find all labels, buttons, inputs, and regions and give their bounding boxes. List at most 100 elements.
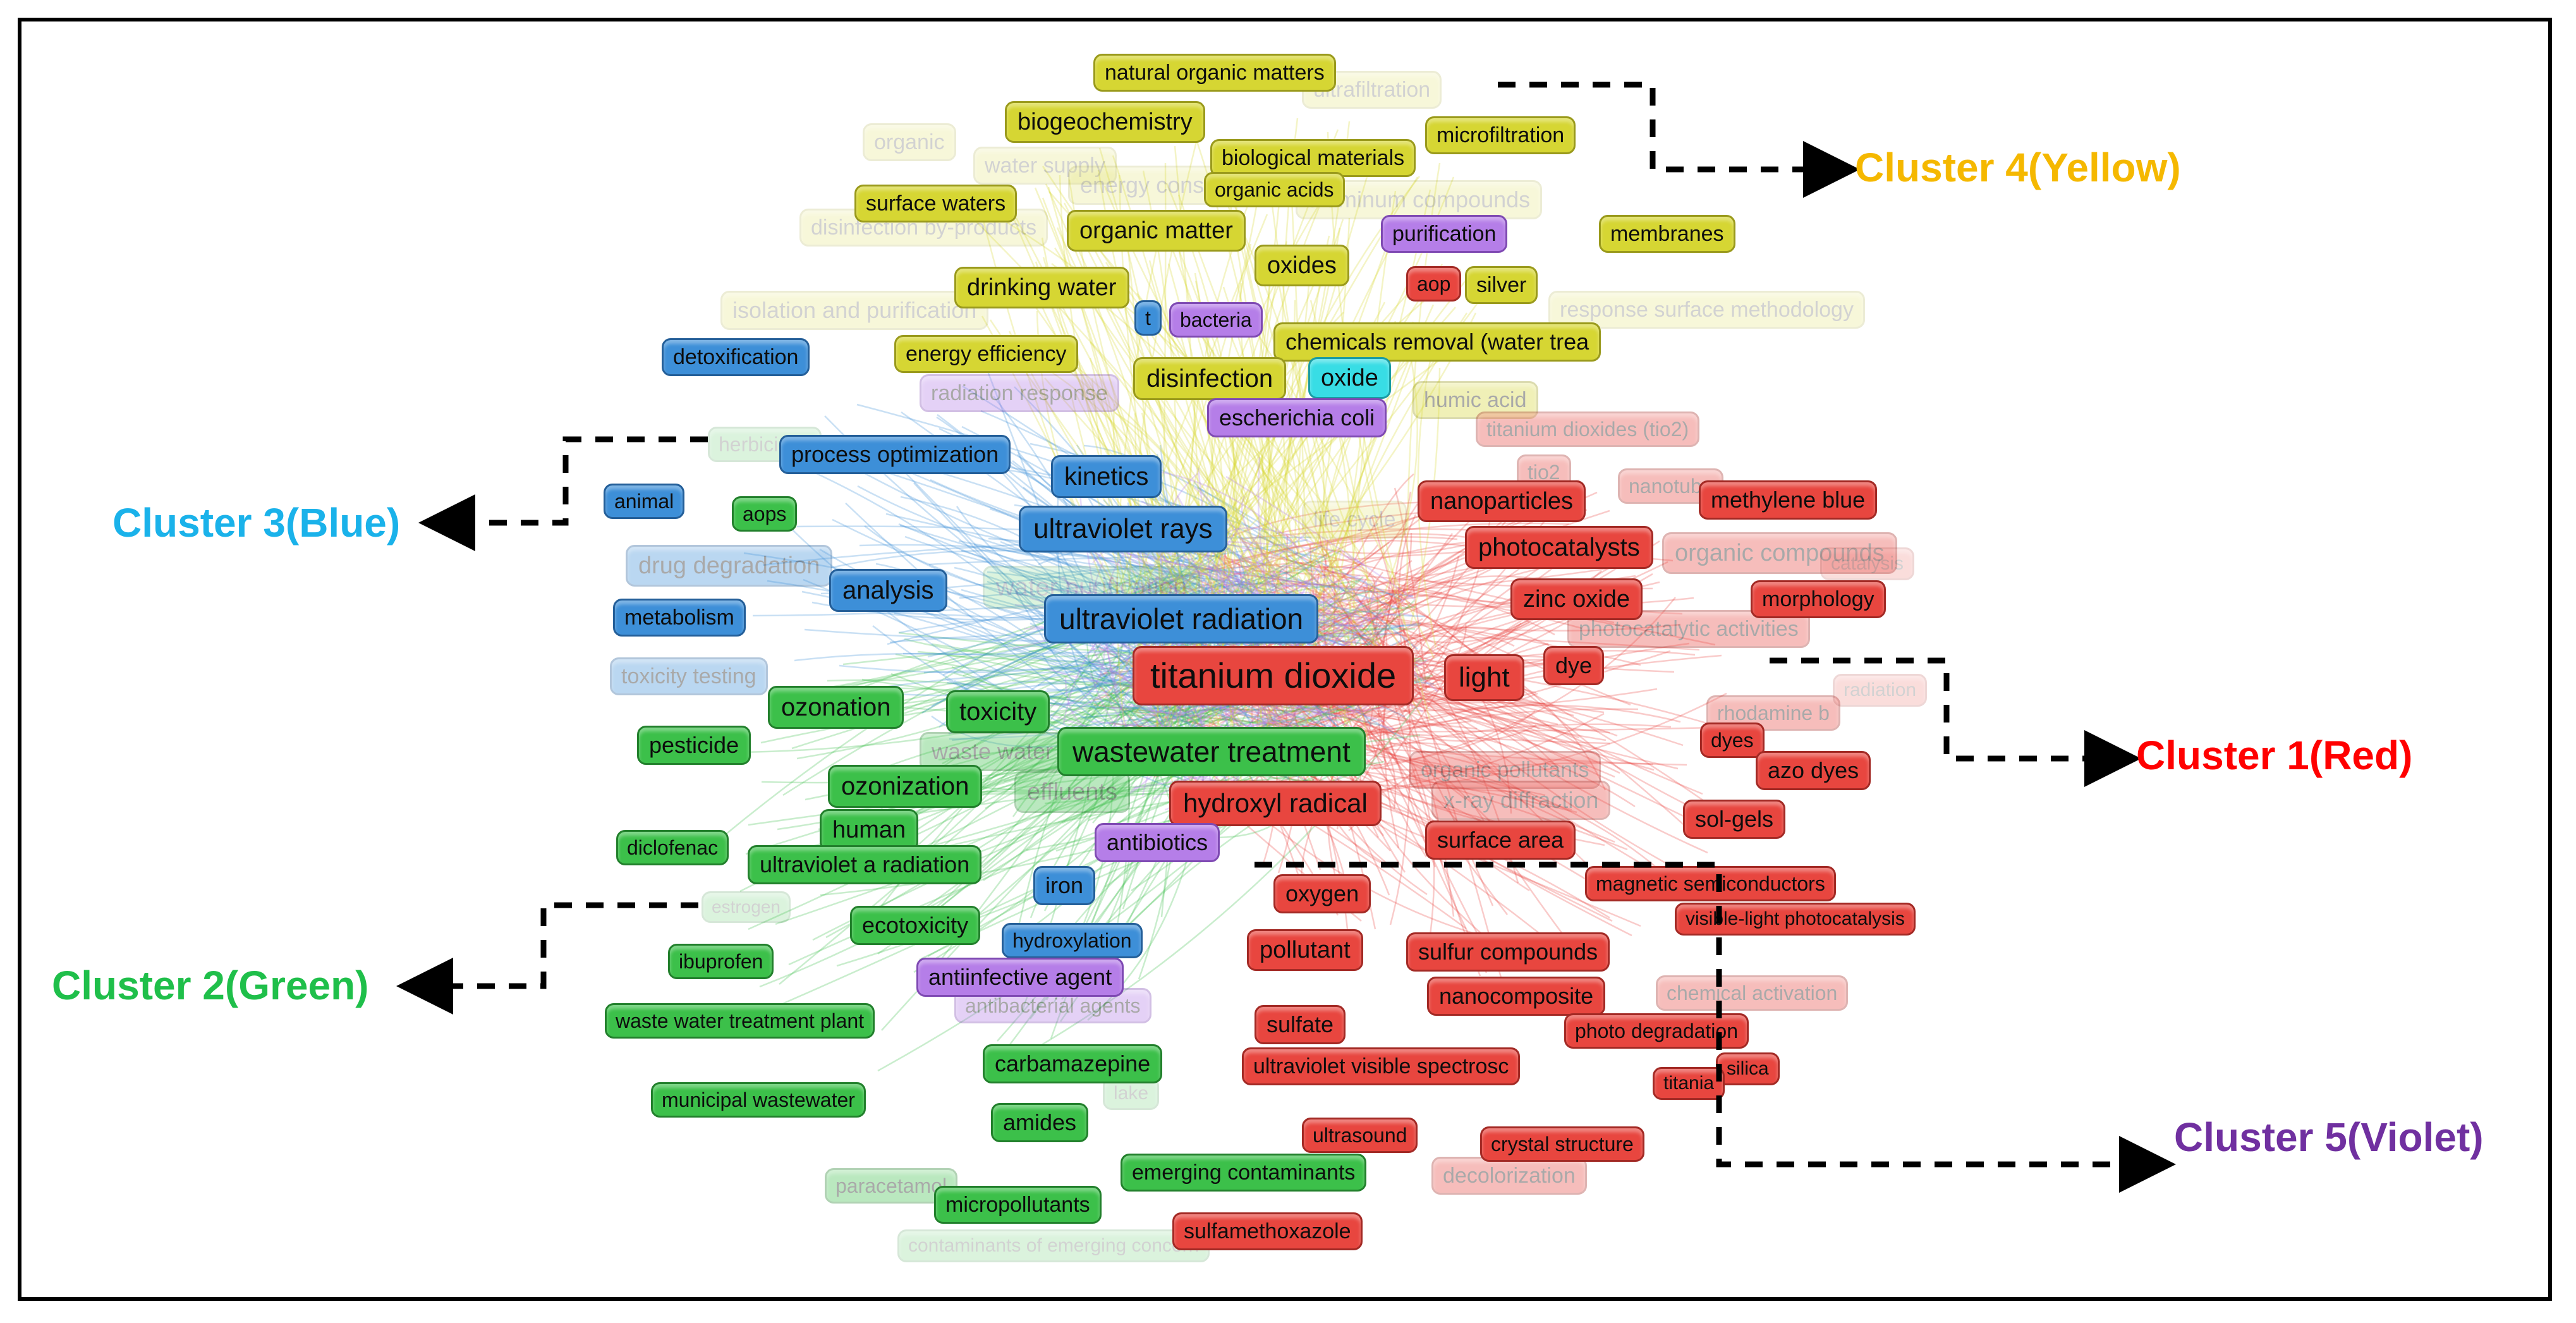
- link-line-yellow: [1112, 155, 1235, 576]
- keyword-node-silver: silver: [1465, 266, 1538, 304]
- link-line-yellow: [1048, 191, 1421, 715]
- keyword-node-animal: animal: [604, 484, 685, 519]
- keyword-node-ozonation: ozonation: [768, 686, 904, 729]
- keyword-node-purification: purification: [1381, 215, 1508, 253]
- link-line-red: [1279, 597, 1708, 854]
- link-line-yellow: [1148, 260, 1294, 573]
- keyword-node-oxides: oxides: [1255, 245, 1349, 286]
- link-line-blue: [1193, 481, 1253, 674]
- link-line-blue: [1014, 386, 1273, 771]
- link-line-violet: [1183, 566, 1361, 588]
- link-line-yellow: [1227, 427, 1237, 607]
- link-line-violet: [1342, 555, 1363, 569]
- link-line-yellow: [1229, 200, 1304, 647]
- link-line-violet: [1091, 697, 1365, 728]
- keyword-node-faint-30: decolorization: [1431, 1157, 1587, 1195]
- keyword-node-faint-21: toxicity testing: [610, 657, 768, 695]
- keyword-node-faint-25: organic pollutants: [1409, 751, 1601, 789]
- link-line-blue: [839, 655, 1119, 674]
- keyword-node-micropollutants: micropollutants: [934, 1186, 1102, 1224]
- link-line-yellow: [1059, 174, 1160, 643]
- link-line-violet: [1222, 527, 1366, 567]
- link-line-blue: [794, 652, 1177, 676]
- keyword-node-sulfur-compounds: sulfur compounds: [1406, 932, 1610, 972]
- keyword-node-faint-18: organic compounds: [1662, 532, 1897, 574]
- keyword-node-t: t: [1134, 300, 1162, 336]
- keyword-node-escherichia-coli: escherichia coli: [1207, 398, 1387, 437]
- keyword-node-process-optimization: process optimization: [779, 435, 1011, 474]
- keyword-node-faint-15: life cycle: [1302, 501, 1407, 539]
- keyword-node-faint-27: x-ray diffraction: [1431, 781, 1611, 820]
- link-line-yellow: [1008, 331, 1310, 790]
- link-line-red: [1364, 618, 1530, 643]
- link-line-red: [1359, 707, 1428, 858]
- keyword-node-antibiotics: antibiotics: [1095, 823, 1220, 862]
- keyword-node-faint-1: organic: [863, 123, 956, 161]
- keyword-node-emerging-contaminants: emerging contaminants: [1121, 1154, 1367, 1192]
- keyword-node-dyes: dyes: [1700, 722, 1765, 758]
- link-line-red: [1341, 692, 1727, 793]
- link-line-red: [1169, 536, 1458, 582]
- keyword-node-light: light: [1444, 654, 1524, 701]
- keyword-node-carbamazepine: carbamazepine: [983, 1044, 1163, 1083]
- link-line-red: [1230, 540, 1476, 609]
- link-line-yellow: [1204, 393, 1263, 776]
- link-line-violet: [1216, 525, 1242, 590]
- link-line-violet: [1225, 535, 1258, 594]
- cluster-3-label: Cluster 3(Blue): [112, 500, 401, 546]
- link-line-red: [1363, 753, 1682, 890]
- link-line-red: [1334, 582, 1719, 822]
- keyword-node-faint-23: radiation: [1833, 674, 1928, 707]
- link-line-green: [785, 547, 1230, 695]
- keyword-node-drinking-water: drinking water: [954, 267, 1129, 308]
- keyword-node-azo-dyes: azo dyes: [1756, 751, 1871, 790]
- link-line-blue: [930, 479, 1414, 597]
- link-line-yellow: [1248, 300, 1296, 787]
- keyword-node-faint-6: isolation and purification: [720, 291, 989, 330]
- link-line-red: [1185, 709, 1378, 718]
- keyword-node-zinc-oxide: zinc oxide: [1510, 578, 1643, 620]
- keyword-node-faint-34: estrogen: [702, 891, 791, 923]
- keyword-node-visible-light-photocatalysis: visible-light photocatalysis: [1675, 903, 1916, 936]
- link-line-red: [1362, 511, 1546, 631]
- link-line-red: [1388, 559, 1413, 613]
- keyword-node-analysis: analysis: [829, 569, 947, 612]
- link-line-red: [1423, 692, 1620, 774]
- keyword-node-faint-29: chemical activation: [1656, 975, 1849, 1011]
- link-line-violet: [1225, 475, 1415, 601]
- cluster-1-label: Cluster 1(Red): [2136, 733, 2413, 778]
- link-line-blue: [888, 455, 1148, 731]
- link-line-violet: [1042, 647, 1106, 707]
- cluster-5-label: Cluster 5(Violet): [2174, 1114, 2484, 1160]
- link-line-green: [812, 676, 1431, 941]
- link-line-red: [1348, 704, 1681, 741]
- link-line-blue: [1200, 574, 1426, 618]
- link-line-red: [1310, 580, 1450, 629]
- keyword-node-waste-water-treatment-plant: waste water treatment plant: [605, 1003, 875, 1039]
- keyword-node-diclofenac: diclofenac: [616, 830, 729, 865]
- link-line-red: [1285, 534, 1299, 558]
- link-line-yellow: [1136, 293, 1346, 608]
- keyword-node-detoxification: detoxification: [662, 338, 810, 376]
- link-line-blue: [1197, 486, 1418, 650]
- link-line-blue: [1037, 670, 1149, 686]
- link-line-blue: [928, 555, 1180, 566]
- keyword-node-faint-24: waste water: [920, 732, 1066, 771]
- keyword-node-aops: aops: [732, 496, 798, 532]
- link-line-blue: [857, 485, 1224, 588]
- keyword-node-ultrasound: ultrasound: [1302, 1118, 1418, 1153]
- keyword-node-morphology: morphology: [1751, 580, 1886, 618]
- keyword-node-ultraviolet-visible-spectrosc: ultraviolet visible spectrosc: [1242, 1047, 1521, 1085]
- keyword-node-ultraviolet-a-radiation: ultraviolet a radiation: [748, 845, 982, 884]
- link-line-blue: [809, 469, 1176, 749]
- link-line-red: [1395, 688, 1558, 769]
- link-line-green: [918, 673, 1273, 925]
- keyword-node-photocatalysts: photocatalysts: [1465, 526, 1653, 569]
- link-line-red: [1345, 602, 1391, 643]
- link-line-violet: [1083, 544, 1315, 742]
- link-line-yellow: [1215, 176, 1420, 613]
- link-line-red: [1346, 473, 1414, 576]
- link-line-yellow: [1107, 214, 1268, 617]
- keyword-node-natural-organic-matters: natural organic matters: [1093, 54, 1336, 92]
- link-line-yellow: [1230, 226, 1402, 632]
